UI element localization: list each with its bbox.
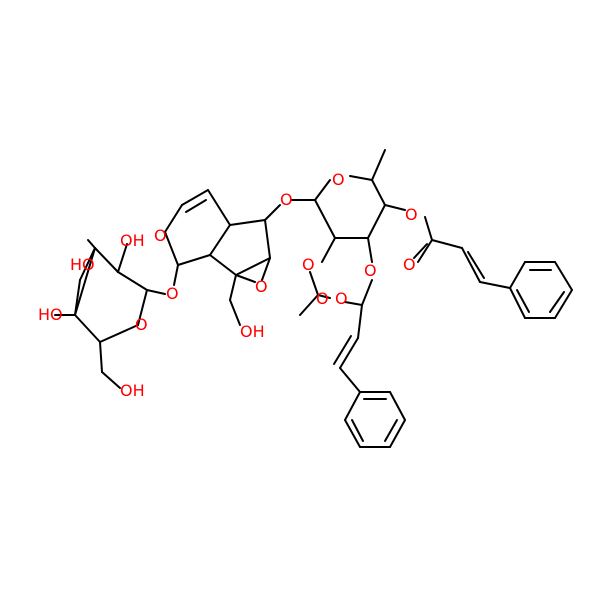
label-o-sugar-ring: O (135, 315, 148, 334)
label-o-carbonyl-mid: O (335, 289, 348, 308)
cinnamoyl-ester-top (413, 216, 573, 319)
label-o-rham-ring: O (332, 170, 345, 189)
rhamnose-ring (291, 149, 406, 263)
label-o-ester-mid: O (364, 261, 377, 280)
label-oh-ch2: OH (240, 322, 265, 341)
label-o-pyran-ring: O (154, 226, 167, 245)
cinnamoyl-ester-mid (333, 279, 406, 448)
label-o-glycoside: O (166, 284, 179, 303)
glucose-ring (54, 239, 166, 389)
label-o-link: O (280, 190, 293, 209)
label-o-acetyl-ring: O (302, 255, 315, 274)
label-ho-sugar-mid: HO (38, 305, 63, 324)
atom-labels: HO OH HO O OH O O O OH O O O O O O O O (38, 170, 418, 400)
label-o-carbonyl-top: O (403, 255, 416, 274)
label-oh-sugar-top: OH (120, 231, 145, 250)
acetyl-group (299, 271, 331, 316)
iridoid-core (164, 189, 281, 326)
label-o-acetyl: O (316, 289, 329, 308)
label-o-epoxide: O (255, 277, 268, 296)
label-oh-sugar-ch2: OH (120, 381, 145, 400)
label-ho-sugar-top: HO (70, 255, 95, 274)
label-o-ester-top: O (405, 205, 418, 224)
